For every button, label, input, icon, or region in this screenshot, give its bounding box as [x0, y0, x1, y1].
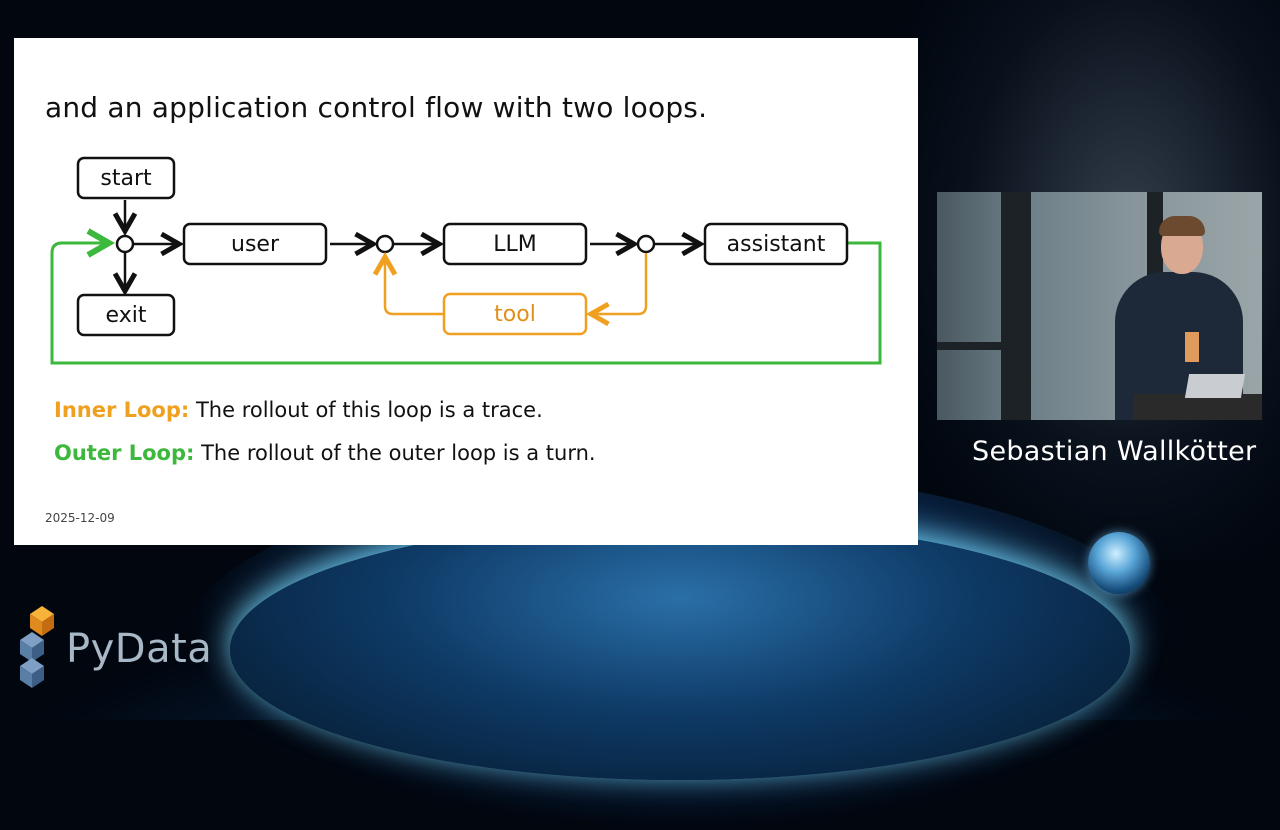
exit-node	[76, 293, 176, 337]
start-label: start	[100, 166, 152, 191]
start-node	[76, 156, 176, 200]
junction-node-1	[115, 234, 135, 254]
legend-outer-loop-text: The rollout of the outer loop is a turn.	[194, 441, 596, 465]
speaker-video-feed	[937, 192, 1262, 420]
tool-label: tool	[494, 302, 536, 327]
assistant-node	[703, 222, 849, 266]
assistant-label: assistant	[727, 232, 826, 257]
exit-label: exit	[106, 303, 147, 328]
user-label: user	[231, 232, 280, 257]
presentation-slide: and an application control flow with two…	[14, 38, 918, 545]
junction-node-2	[375, 234, 395, 254]
speaker-name: Sebastian Wallkötter	[972, 436, 1257, 467]
podium	[1133, 394, 1262, 420]
pydata-logo-text: PyData	[66, 626, 213, 672]
speaker-hair	[1159, 216, 1205, 236]
laptop	[1184, 374, 1246, 398]
earth-horizon	[230, 520, 1130, 780]
outer-loop-edge	[50, 243, 882, 365]
user-node	[182, 222, 328, 266]
control-flow-diagram: start exit user LLM assistant	[50, 156, 882, 365]
llm-node	[442, 222, 588, 266]
legend-inner-loop-text: The rollout of this loop is a trace.	[189, 398, 543, 422]
inner-loop-edge-from-tool	[385, 257, 444, 316]
legend-inner-loop-key: Inner Loop:	[54, 398, 190, 422]
small-planet-icon	[1088, 532, 1150, 594]
window-frame	[1001, 192, 1031, 420]
slide-heading: and an application control flow with two…	[45, 91, 708, 124]
junction-node-3	[636, 234, 656, 254]
legend-outer-loop-key: Outer Loop:	[54, 441, 195, 465]
pydata-logo-icon	[20, 606, 54, 688]
legend-inner-loop: Inner Loop: The rollout of this loop is …	[54, 398, 543, 422]
inner-loop-edge-to-tool	[591, 253, 648, 314]
speaker-badge	[1185, 332, 1199, 362]
llm-label: LLM	[493, 232, 537, 257]
slide-date: 2025-12-09	[45, 511, 115, 525]
window-frame	[937, 342, 1001, 350]
legend-outer-loop: Outer Loop: The rollout of the outer loo…	[54, 441, 596, 465]
